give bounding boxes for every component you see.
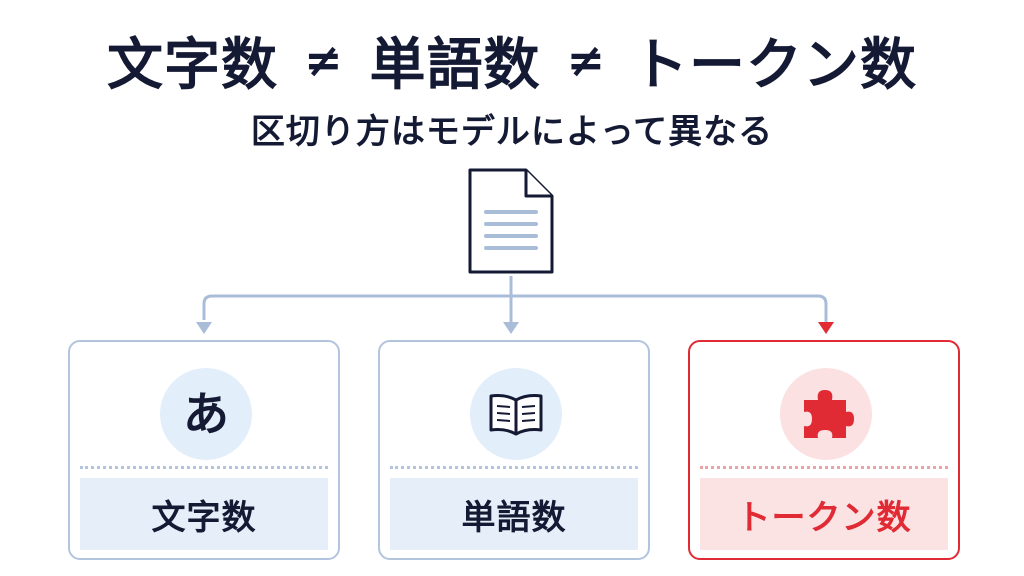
label-box: トークン数 — [700, 478, 948, 550]
title-word-count: 単語数 — [369, 32, 541, 98]
not-equal-sign: ≠ — [303, 33, 344, 87]
card-label: 文字数 — [151, 497, 257, 538]
character-count-card: あ 文字数 — [68, 340, 340, 560]
title-token-count: トークン数 — [632, 32, 918, 98]
card-label: 単語数 — [461, 497, 567, 538]
hiragana-glyph: あ — [183, 387, 229, 441]
label-box: 単語数 — [390, 478, 638, 550]
subtitle: 区切り方はモデルによって異なる — [250, 112, 774, 152]
title-character-count: 文字数 — [106, 32, 278, 98]
document-icon — [466, 166, 556, 276]
word-count-card: 単語数 — [378, 340, 650, 560]
hiragana-character-icon: あ — [160, 368, 252, 460]
arrow-to-token-card — [818, 322, 834, 334]
connector-bar — [202, 294, 828, 322]
dotted-divider — [390, 466, 638, 469]
dotted-divider — [80, 466, 328, 469]
card-label: トークン数 — [736, 497, 912, 538]
not-equal-sign: ≠ — [566, 33, 607, 87]
token-count-card: トークン数 — [688, 340, 960, 560]
label-box: 文字数 — [80, 478, 328, 550]
open-book-icon — [470, 368, 562, 460]
arrow-to-character-card — [196, 322, 212, 334]
main-title: 文字数 ≠ 単語数 ≠ トークン数 — [0, 18, 1024, 102]
dotted-divider — [700, 466, 948, 469]
puzzle-piece-icon — [780, 368, 872, 460]
arrow-to-word-card — [503, 322, 519, 334]
